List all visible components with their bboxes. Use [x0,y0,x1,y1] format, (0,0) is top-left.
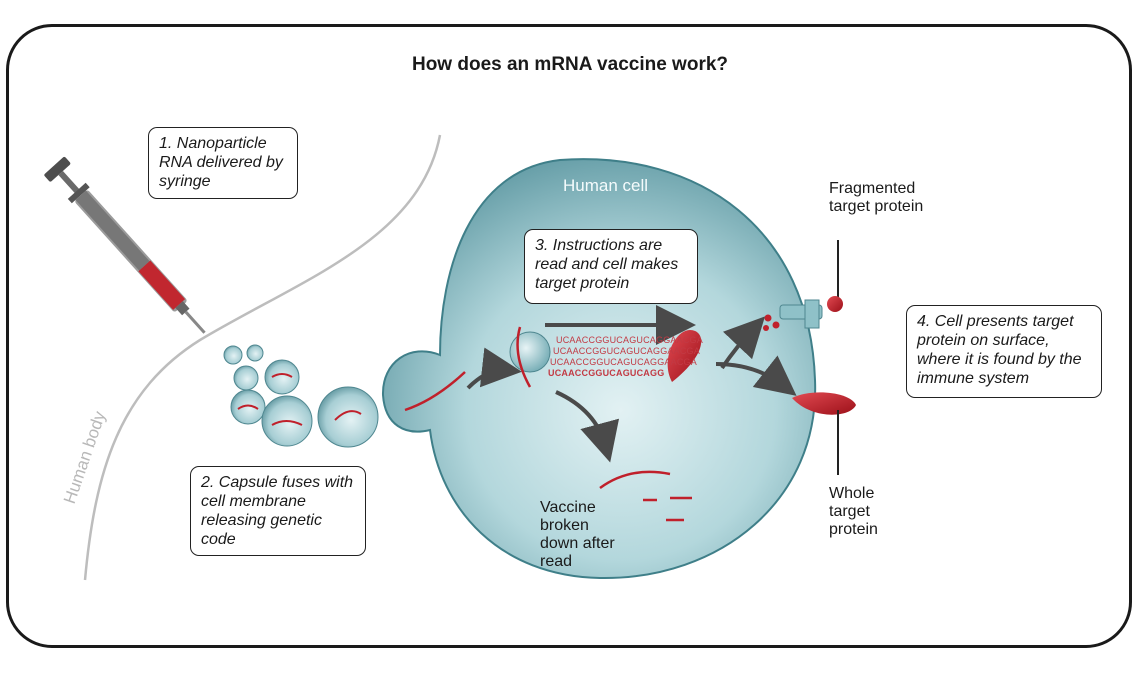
human-cell-label: Human cell [563,176,649,195]
step-2-callout: 2. Capsule fuses with cell membrane rele… [190,466,366,556]
sequence-line-1: UCAACCGGUCAGUCAGGAACGA [556,335,703,345]
mrna-strands [404,326,692,522]
syringe-icon [44,156,206,334]
human-body-outline [83,134,442,581]
vaccine-broken-label: Vaccine broken down after read [540,499,615,570]
human-cell [381,158,817,580]
whole-protein-label: Whole target protein [829,485,878,538]
sequence-line-3: UCAACCGGUCAGUCAGGAACGA [550,357,697,367]
target-protein-icon [667,330,702,382]
fragmented-protein-icon [763,240,843,331]
diagram-title: How does an mRNA vaccine work? [411,54,729,75]
nanoparticle-bubbles [223,344,379,448]
process-arrows [466,305,797,463]
ribosome [509,331,551,373]
sequence-line-4: UCAACCGGUCAGUCAGG [548,368,665,378]
step-4-callout: 4. Cell presents target protein on surfa… [906,305,1102,398]
whole-protein-icon [792,392,856,475]
sequence-line-2: UCAACCGGUCAGUCAGGAACGA [553,346,700,356]
fragmented-protein-label: Fragmented target protein [829,180,924,215]
step-3-callout: 3. Instructions are read and cell makes … [524,229,698,304]
step-1-callout: 1. Nanoparticle RNA delivered by syringe [148,127,298,199]
